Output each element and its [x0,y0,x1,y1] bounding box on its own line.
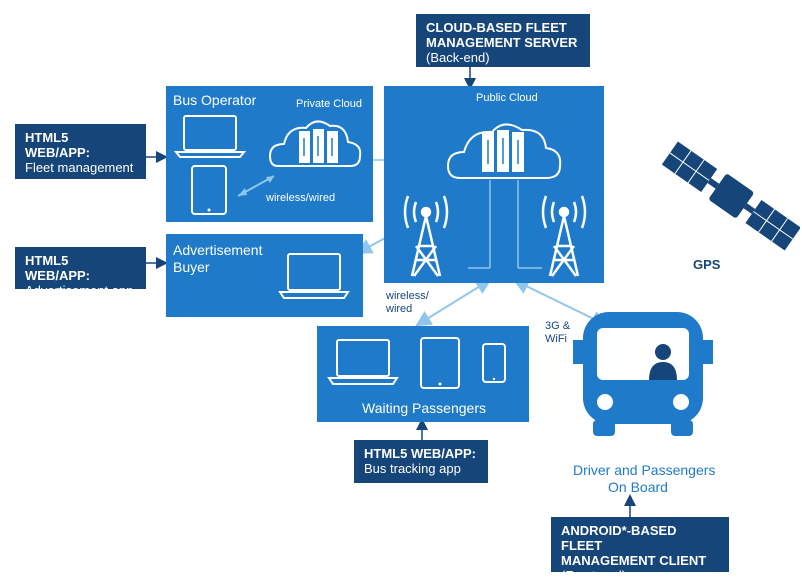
cell-tower-icon [541,195,587,277]
fleet-app-line2: app [25,175,47,190]
wireless-wired-link-line1: wireless/ [386,290,429,302]
ad-buyer-box: Advertisement Buyer [166,234,363,317]
public-cloud-title: Public Cloud [476,92,538,104]
onboard-line2: On Board [608,479,668,495]
ad-app-label: HTML5 WEB/APP: Advertisement app [15,247,146,298]
server-subtitle: (Back-end) [426,50,490,65]
bus-tracking-title: HTML5 WEB/APP: [364,446,476,461]
private-cloud-label: Private Cloud [296,98,363,110]
wireless-wired-label: wireless/wired [266,192,336,204]
fleet-app-label: HTML5 WEB/APP: Fleet management app [15,124,146,190]
gps-satellite-icon [661,141,800,251]
waiting-devices [327,337,506,389]
3g-wifi-line1: 3G & [545,320,571,332]
tablet-icon [191,165,227,215]
ad-app-title: HTML5 WEB/APP: [25,253,90,283]
bus-operator-title: Bus Operator [173,92,257,108]
server-title-line2: MANAGEMENT SERVER [426,35,578,50]
ad-buyer-line1: Advertisement [173,242,263,258]
onboard-line1: Driver and Passengers [573,462,716,478]
bus-icon [573,312,713,436]
fleet-app-line1: Fleet management [25,160,134,175]
fleet-app-title: HTML5 WEB/APP: [25,130,90,160]
private-cloud-icon [268,120,362,167]
3g-wifi-line2: WiFi [545,333,567,345]
public-cloud-box: Public Cloud [384,86,604,283]
laptop-icon [327,339,399,385]
laptop-icon [278,253,350,299]
gps-label: GPS [693,257,721,272]
driver-icon [649,344,677,380]
bus-operator-devices [173,115,362,215]
android-client-line1: ANDROID*-BASED FLEET [561,523,677,553]
bus-operator-box: Bus Operator Private Cloud wireless/wire… [166,86,373,222]
ad-app-line1: Advertisement app [25,283,134,298]
waiting-passengers-box: Waiting Passengers [317,326,529,422]
bus-tracking-label: HTML5 WEB/APP: Bus tracking app [354,440,488,483]
android-client-sub: (Front-end) [561,568,627,583]
android-client-line2: MANAGEMENT CLIENT [561,553,707,568]
laptop-icon [173,115,247,158]
server-title-line1: CLOUD-BASED FLEET [426,20,567,35]
bus-tracking-line1: Bus tracking app [364,461,461,476]
cell-tower-icon [403,195,449,277]
waiting-passengers-title: Waiting Passengers [362,400,486,416]
ad-buyer-laptop [278,253,350,299]
public-cloud-icon [446,123,562,179]
smartphone-icon [482,343,506,383]
tablet-icon [420,337,460,389]
wireless-wired-link-line2: wired [386,303,413,315]
android-client-label: ANDROID*-BASED FLEET MANAGEMENT CLIENT (… [551,517,729,583]
ad-buyer-line2: Buyer [173,259,210,275]
public-cloud-graphics [403,123,587,277]
cloud-server-label: CLOUD-BASED FLEET MANAGEMENT SERVER (Bac… [416,14,590,67]
